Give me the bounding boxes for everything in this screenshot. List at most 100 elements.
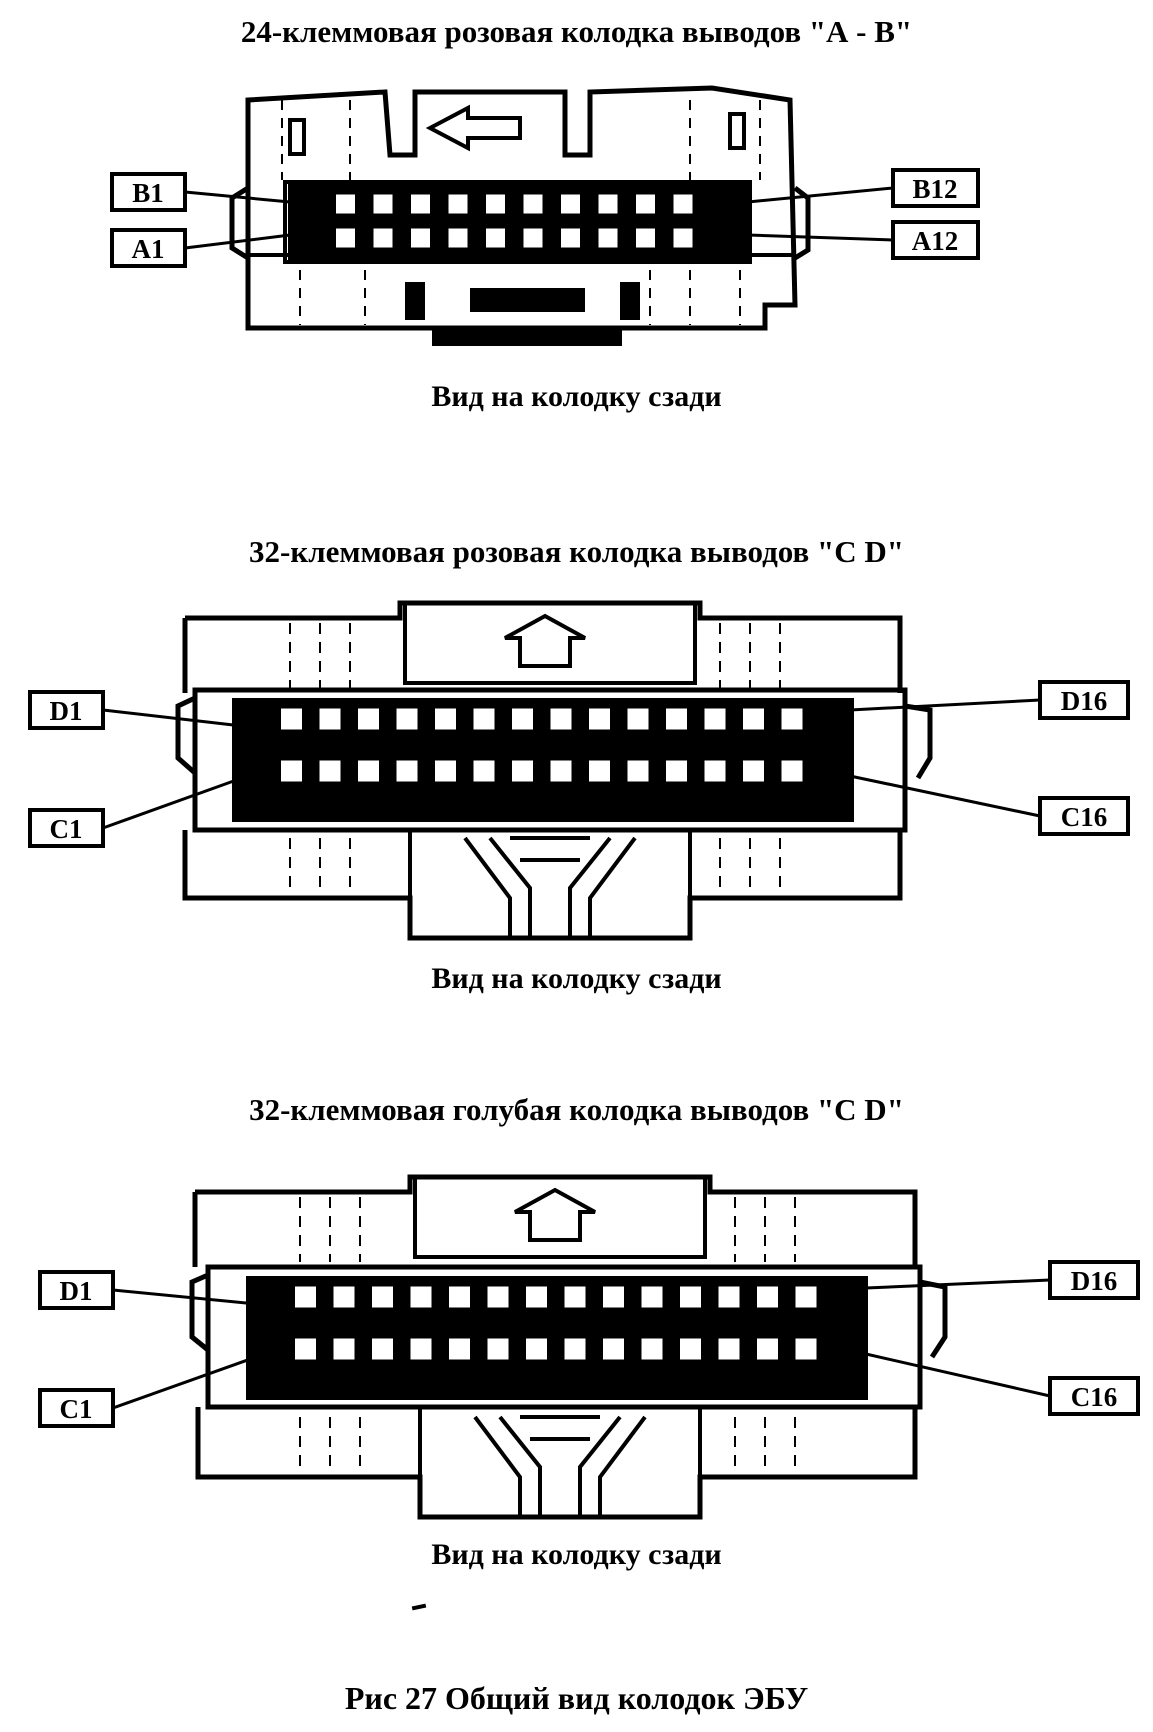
connector-ab-diagram: B1 A1 B12 A12	[110, 85, 980, 346]
pin	[406, 189, 435, 219]
label-d16: D16	[1061, 686, 1108, 716]
pin	[443, 189, 473, 219]
pin	[556, 189, 585, 219]
label-c1: C1	[50, 814, 83, 844]
pin	[481, 189, 510, 219]
pin	[481, 223, 510, 253]
pin	[752, 1281, 783, 1313]
pin	[256, 1342, 276, 1349]
pin	[593, 223, 623, 253]
pin	[819, 712, 840, 719]
pin	[444, 1333, 475, 1365]
pin	[368, 223, 398, 253]
pin	[328, 1281, 360, 1313]
connector-caption-ab: Вид на колодку сзади	[431, 380, 722, 413]
pin	[776, 703, 808, 735]
pin	[713, 1281, 745, 1313]
label-c16: C16	[1071, 1382, 1118, 1412]
pin	[482, 1333, 514, 1365]
pin	[391, 703, 423, 735]
pin	[406, 223, 435, 253]
pin	[314, 703, 346, 735]
pin	[710, 198, 729, 205]
pin	[776, 755, 808, 787]
pin	[699, 755, 731, 787]
pin	[468, 703, 500, 735]
pin	[556, 223, 585, 253]
pin	[598, 1333, 629, 1365]
pin	[290, 1333, 321, 1365]
pin	[636, 1281, 668, 1313]
connector-title-cd-blue: 32-клеммовая голубая колодка выводов "C …	[249, 1092, 904, 1127]
pin	[331, 189, 360, 219]
label-a12: A12	[912, 226, 959, 256]
label-b1: B1	[132, 178, 164, 208]
label-d1: D1	[50, 696, 83, 726]
pin	[507, 703, 538, 735]
connector-cd-blue-diagram: D1 C1 D16 C16	[38, 1174, 1140, 1520]
pin	[298, 232, 316, 239]
pin	[518, 223, 548, 253]
connector-caption-cd-pink: Вид на колодку сзади	[431, 962, 722, 995]
pin	[242, 764, 262, 771]
pin	[298, 198, 316, 205]
pin	[833, 1342, 854, 1349]
pin	[314, 755, 346, 787]
pin	[468, 755, 500, 787]
pin	[328, 1333, 360, 1365]
pin	[545, 755, 577, 787]
connector-title-cd-pink: 32-клеммовая розовая колодка выводов "C …	[249, 534, 904, 569]
pin	[636, 1333, 668, 1365]
label-d16: D16	[1071, 1266, 1118, 1296]
connector-caption-cd-blue: Вид на колодку сзади	[431, 1538, 722, 1571]
pin	[668, 223, 698, 253]
label-d1: D1	[60, 1276, 93, 1306]
pin	[675, 1333, 706, 1365]
label-c1: C1	[60, 1394, 93, 1424]
pin	[518, 189, 548, 219]
pin	[819, 764, 840, 771]
pin	[699, 703, 731, 735]
figure-caption: Рис 27 Общий вид колодок ЭБУ	[344, 1680, 809, 1716]
pin	[661, 703, 692, 735]
pin	[559, 1333, 591, 1365]
pin	[368, 189, 398, 219]
pin	[405, 1281, 437, 1313]
pin	[833, 1290, 854, 1297]
pin	[353, 755, 384, 787]
label-a1: A1	[132, 234, 165, 264]
label-c16: C16	[1061, 802, 1108, 832]
pin	[276, 755, 307, 787]
pin	[584, 755, 615, 787]
pin	[256, 1290, 276, 1297]
pin	[631, 189, 660, 219]
pin	[713, 1333, 745, 1365]
pin	[661, 755, 692, 787]
pin	[790, 1281, 822, 1313]
pin	[367, 1333, 398, 1365]
pin	[507, 755, 538, 787]
pin	[405, 1333, 437, 1365]
pin	[738, 703, 769, 735]
pin	[430, 703, 461, 735]
pin	[482, 1281, 514, 1313]
pin	[353, 703, 384, 735]
stray-mark	[411, 1603, 427, 1611]
pin	[559, 1281, 591, 1313]
pin	[622, 755, 654, 787]
pin	[391, 755, 423, 787]
pin	[584, 703, 615, 735]
pin	[290, 1281, 321, 1313]
pin	[710, 232, 729, 239]
pin	[593, 189, 623, 219]
pin	[331, 223, 360, 253]
pin	[675, 1281, 706, 1313]
pin	[631, 223, 660, 253]
pin	[367, 1281, 398, 1313]
label-b12: B12	[912, 174, 957, 204]
pin	[738, 755, 769, 787]
pin	[430, 755, 461, 787]
pin	[752, 1333, 783, 1365]
pin	[444, 1281, 475, 1313]
pin	[545, 703, 577, 735]
